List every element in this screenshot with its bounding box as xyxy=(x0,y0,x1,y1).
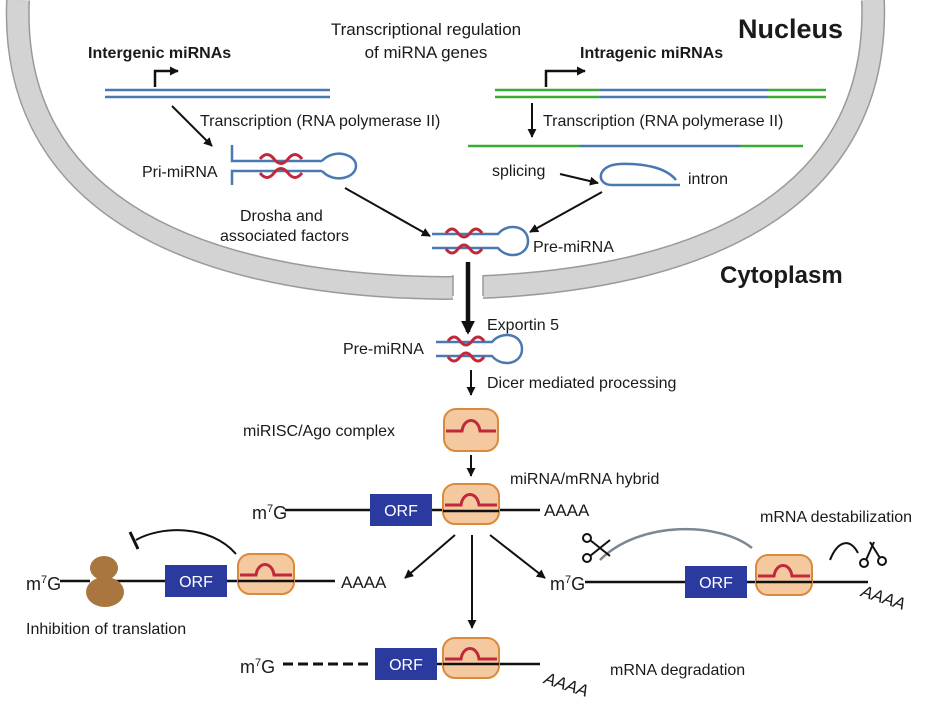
decapping-arc xyxy=(599,527,753,561)
intragenic-gene xyxy=(495,66,826,99)
polya-label-degradation: AAAA xyxy=(541,668,591,700)
drosha-arrow-left xyxy=(344,187,431,237)
intergenic-label: Intergenic miRNAs xyxy=(88,45,231,62)
inhibition-arc xyxy=(135,529,237,555)
cap-label-central: m7G xyxy=(252,503,287,523)
polya-label-central: AAAA xyxy=(544,501,590,520)
pri-mirna-hairpin xyxy=(230,145,358,185)
transcription-label-left: Transcription (RNA polymerase II) xyxy=(200,113,440,130)
branch-arrow-left xyxy=(404,534,456,579)
pre-mirna-hairpin-nucleus xyxy=(432,225,530,257)
mirisc-complex xyxy=(443,408,499,452)
orf-box-destabilization xyxy=(685,566,747,598)
orf-box-central xyxy=(370,494,432,526)
pre-mirna-label-nucleus: Pre-miRNA xyxy=(533,239,614,256)
polya-label-inhibition: AAAA xyxy=(341,573,387,592)
ago-central xyxy=(442,483,500,525)
mrna-degradation: m7G ORF AAAA mRNA degradation xyxy=(240,637,745,701)
degradation-label: mRNA degradation xyxy=(610,662,745,679)
deadenylation-arc xyxy=(829,542,859,561)
destabilization-label: mRNA destabilization xyxy=(760,509,912,526)
intragenic-label: Intragenic miRNAs xyxy=(580,45,723,62)
transcription-label-right: Transcription (RNA polymerase II) xyxy=(543,113,783,130)
drosha-arrow-right xyxy=(529,191,603,233)
cap-label-inhibition: m7G xyxy=(26,574,61,594)
scissors-icon-right xyxy=(859,541,887,568)
hybrid-label: miRNA/mRNA hybrid xyxy=(510,471,659,488)
cap-label-destabilization: m7G xyxy=(550,574,585,594)
scissors-icon-left xyxy=(582,533,611,563)
intergenic-gene xyxy=(105,66,330,99)
ago-inhibition xyxy=(237,553,295,595)
drosha-label-line1: Drosha and xyxy=(240,208,323,225)
orf-label-central: ORF xyxy=(384,503,418,520)
splicing-arrow xyxy=(559,173,599,186)
intron-label: intron xyxy=(688,171,728,188)
transcription-arrow-left xyxy=(171,105,213,147)
polya-label-destabilization: AAAA xyxy=(858,581,908,613)
orf-label-inhibition: ORF xyxy=(179,574,213,591)
intron-lariat xyxy=(599,162,680,187)
cap-label-degradation: m7G xyxy=(240,657,275,677)
mirisc-label: miRISC/Ago complex xyxy=(243,423,395,440)
regulation-label-line1: Transcriptional regulation xyxy=(331,20,521,39)
drosha-label-line2: associated factors xyxy=(220,228,349,245)
cytoplasm-label: Cytoplasm xyxy=(720,262,843,289)
regulation-label-line2: of miRNA genes xyxy=(365,43,488,62)
orf-box-degradation xyxy=(375,648,437,680)
exportin-label: Exportin 5 xyxy=(487,317,559,334)
orf-label-degradation: ORF xyxy=(389,657,423,674)
splicing-label: splicing xyxy=(492,163,545,180)
mrna-destabilization: mRNA destabilization m7G ORF AAAA xyxy=(550,509,912,614)
dicer-label: Dicer mediated processing xyxy=(487,375,676,392)
branch-arrow-right xyxy=(489,534,546,579)
inhibition-label: Inhibition of translation xyxy=(26,621,186,638)
orf-box-inhibition xyxy=(165,565,227,597)
translation-inhibition: m7G ORF AAAA Inhibition of translation xyxy=(26,529,387,638)
pri-mirna-label: Pri-miRNA xyxy=(142,164,218,181)
ago-degradation xyxy=(442,637,500,679)
pre-mirna-label-cytoplasm: Pre-miRNA xyxy=(343,341,424,358)
nucleus-label: Nucleus xyxy=(738,14,843,44)
pre-mirna-hairpin-cytoplasm xyxy=(436,333,524,365)
central-mrna: m7G ORF AAAA xyxy=(252,483,590,526)
ribosome xyxy=(86,556,124,607)
orf-label-destabilization: ORF xyxy=(699,575,733,592)
ago-destabilization xyxy=(755,554,813,596)
